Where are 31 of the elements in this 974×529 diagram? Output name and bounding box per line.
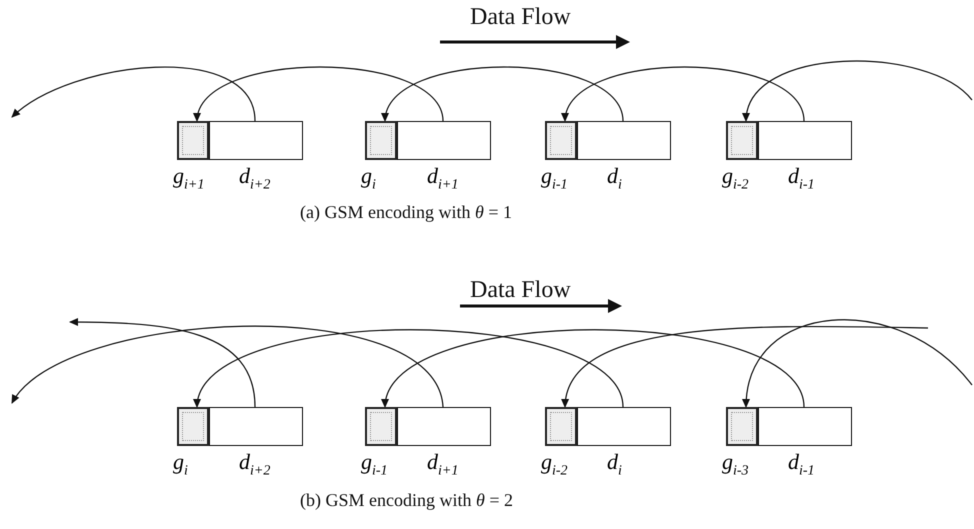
caption: (b) GSM encoding with θ = 2 bbox=[300, 490, 513, 511]
arrow bbox=[743, 320, 972, 408]
cell-label: g$_{i-2}$ bbox=[541, 449, 568, 480]
arrow bbox=[562, 326, 928, 408]
arrow bbox=[744, 60, 972, 122]
cell-label: d$_{i-1}$ bbox=[788, 449, 815, 480]
cell-label: d$_{i}$ bbox=[607, 449, 622, 480]
arrow bbox=[196, 329, 624, 408]
cell-label: d$_{i}$ bbox=[607, 163, 622, 194]
arrow bbox=[69, 318, 256, 408]
cell-label: d$_{i+1}$ bbox=[427, 449, 458, 480]
arrow bbox=[11, 326, 444, 408]
cell-label: d$_{i+2}$ bbox=[239, 449, 270, 480]
arrow bbox=[195, 66, 444, 122]
cell-label: d$_{i+1}$ bbox=[427, 163, 458, 194]
cell-label: g$_{i}$ bbox=[361, 163, 376, 194]
caption: (a) GSM encoding with θ = 1 bbox=[300, 202, 512, 223]
arrow bbox=[384, 329, 805, 408]
arrow bbox=[383, 66, 624, 122]
cell-label: g$_{i-3}$ bbox=[722, 449, 749, 480]
arrow bbox=[11, 66, 256, 122]
cell-label: g$_{i-2}$ bbox=[722, 163, 749, 194]
flow-label: Data Flow bbox=[470, 277, 571, 304]
cell-label: g$_{i-1}$ bbox=[541, 163, 568, 194]
cell-label: g$_{i+1}$ bbox=[173, 163, 204, 194]
cell-label: d$_{i+2}$ bbox=[239, 163, 270, 194]
cell-label: g$_{i-1}$ bbox=[361, 449, 388, 480]
cell-label: g$_{i}$ bbox=[173, 449, 188, 480]
arrow bbox=[563, 66, 805, 122]
flow-label: Data Flow bbox=[470, 4, 571, 31]
cell-label: d$_{i-1}$ bbox=[788, 163, 815, 194]
